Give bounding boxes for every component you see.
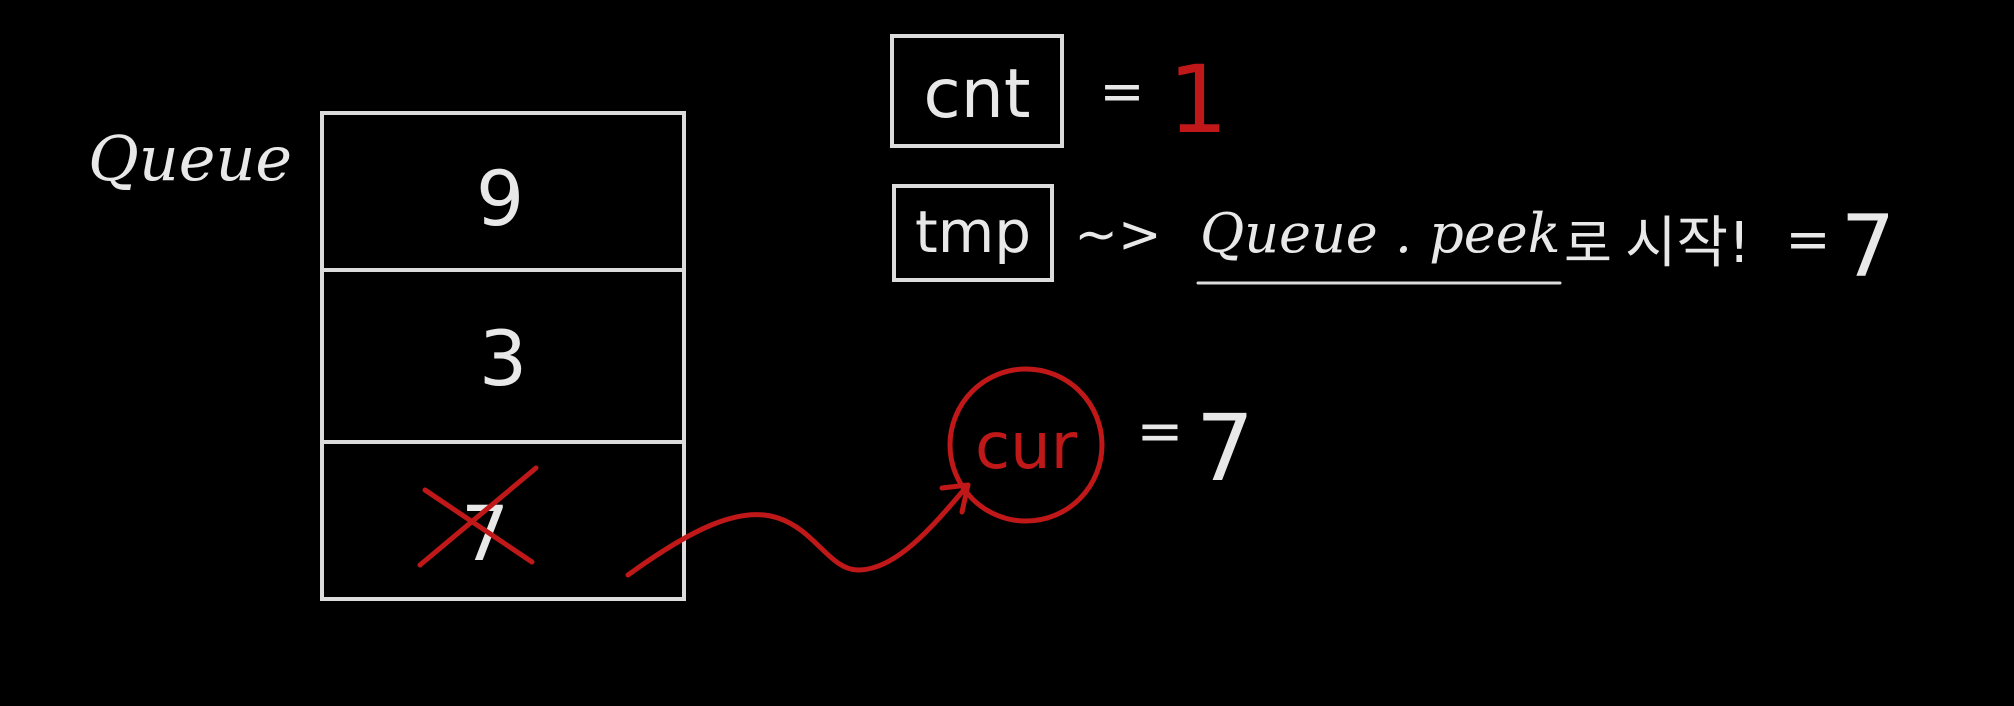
queue-box	[320, 111, 686, 601]
cnt-box	[890, 34, 1064, 148]
tmp-label: tmp	[915, 198, 1031, 266]
queue-outline	[320, 111, 686, 601]
cur-equals: =	[1137, 399, 1184, 464]
cross-out-mark	[417, 465, 539, 568]
queue-label: Queue	[88, 122, 292, 195]
cnt-value: 1	[1168, 46, 1228, 155]
tmp-value: 7	[1841, 197, 1896, 297]
tmp-box	[892, 184, 1054, 282]
cur-label: cur	[975, 410, 1078, 484]
tmp-equals: =	[1785, 208, 1830, 271]
tmp-variable: tmp ~> Queue . peek 로 시작! = 7	[892, 184, 1896, 297]
cnt-equals: =	[1099, 60, 1144, 123]
queue-cell-bottom: 7	[461, 489, 509, 578]
tmp-particle: 로	[1564, 215, 1612, 275]
tmp-arrow: ~>	[1074, 205, 1161, 265]
queue-cell-middle: 3	[479, 314, 527, 403]
tmp-expression: Queue . peek	[1200, 202, 1560, 265]
cnt-variable: cnt = 1	[890, 34, 1228, 155]
dequeue-arrow	[625, 482, 971, 578]
queue-cell-top: 9	[476, 154, 524, 243]
tmp-start-text: 시작!	[1625, 211, 1751, 276]
cnt-label: cnt	[923, 55, 1030, 134]
cur-circle	[947, 366, 1105, 524]
cur-value: 7	[1196, 395, 1255, 502]
cur-variable: cur = 7	[947, 366, 1255, 524]
